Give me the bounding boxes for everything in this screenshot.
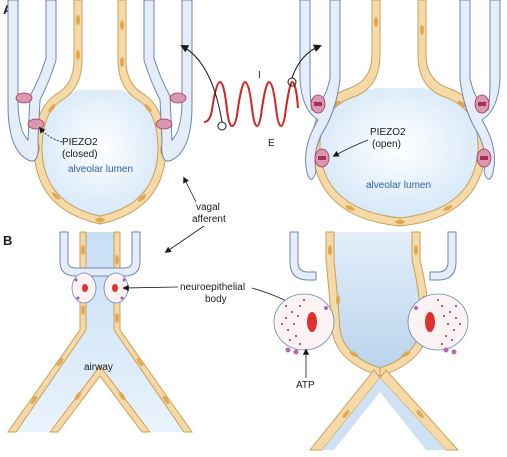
right-airway: ATP bbox=[273, 231, 469, 451]
right-airway-branch-left bbox=[308, 369, 381, 451]
piezo2-open-receptor bbox=[310, 94, 492, 168]
right-alveolus: PIEZO2 (open) alveolar lumen bbox=[299, 0, 501, 227]
left-airway-lumen bbox=[10, 232, 190, 432]
piezo2-open-label-line1: PIEZO2 bbox=[370, 127, 406, 138]
left-duct-wall-right bbox=[99, 0, 167, 225]
breathing-trace: I E bbox=[180, 44, 322, 149]
piezo2-closed-label-line1: PIEZO2 bbox=[62, 137, 98, 148]
left-airway-nerve bbox=[59, 231, 141, 277]
neb-receptor-marks bbox=[285, 306, 457, 355]
right-airway-nerve bbox=[289, 231, 457, 281]
piezo2-closed-label-line2: (closed) bbox=[62, 149, 98, 160]
airway-label: airway bbox=[84, 362, 113, 373]
left-alveolus: PIEZO2 (closed) alveolar lumen bbox=[7, 0, 193, 225]
neuroepithelial-label-line1: neuroepithelial bbox=[180, 282, 245, 293]
atp-vesicles bbox=[281, 299, 461, 345]
inspiration-label: I bbox=[258, 70, 261, 81]
left-nerve-inner bbox=[143, 0, 193, 162]
vagal-afferent-label-line2: afferent bbox=[192, 214, 226, 225]
left-airway-carina bbox=[48, 365, 152, 433]
left-airway-nuclei bbox=[30, 245, 170, 405]
right-nerve-inner bbox=[459, 0, 501, 180]
left-alveolar-lumen bbox=[40, 90, 160, 218]
piezo2-open-label-line2: (open) bbox=[372, 139, 401, 150]
trace-arrow-left bbox=[180, 45, 223, 123]
panel-label-b: B bbox=[3, 233, 12, 248]
right-neuroepithelial-bodies bbox=[273, 293, 469, 351]
left-airway-wall-left bbox=[7, 231, 87, 433]
left-nerve-outer bbox=[7, 0, 57, 162]
expiration-label: E bbox=[268, 138, 275, 149]
right-alveolar-lumen bbox=[318, 88, 480, 218]
left-airway: airway bbox=[7, 231, 193, 433]
left-alveolar-lumen-label: alveolar lumen bbox=[68, 164, 133, 175]
right-nerve-outer bbox=[299, 0, 341, 180]
neb-pointer-left bbox=[122, 284, 179, 292]
right-airway-nuclei bbox=[328, 245, 426, 419]
neuroepithelial-label-line2: body bbox=[205, 294, 227, 305]
vagal-pointer-up bbox=[183, 176, 197, 203]
right-airway-lumen bbox=[330, 232, 425, 372]
vagal-afferent-label-line1: vagal bbox=[196, 202, 220, 213]
piezo2-closed-receptor bbox=[15, 92, 187, 130]
left-airway-wall-right bbox=[113, 231, 193, 433]
trace-arrow-right bbox=[291, 44, 322, 79]
left-neuroepithelial-bodies bbox=[71, 272, 129, 304]
vagal-pointer-down bbox=[164, 225, 205, 253]
right-airway-branch-lumen bbox=[322, 378, 446, 450]
atp-label: ATP bbox=[296, 380, 315, 391]
right-alveolar-lumen-label: alveolar lumen bbox=[366, 180, 431, 191]
breathing-waveform bbox=[203, 80, 299, 128]
expiration-marker bbox=[217, 121, 227, 131]
piezo2-open-pointer bbox=[332, 139, 369, 157]
